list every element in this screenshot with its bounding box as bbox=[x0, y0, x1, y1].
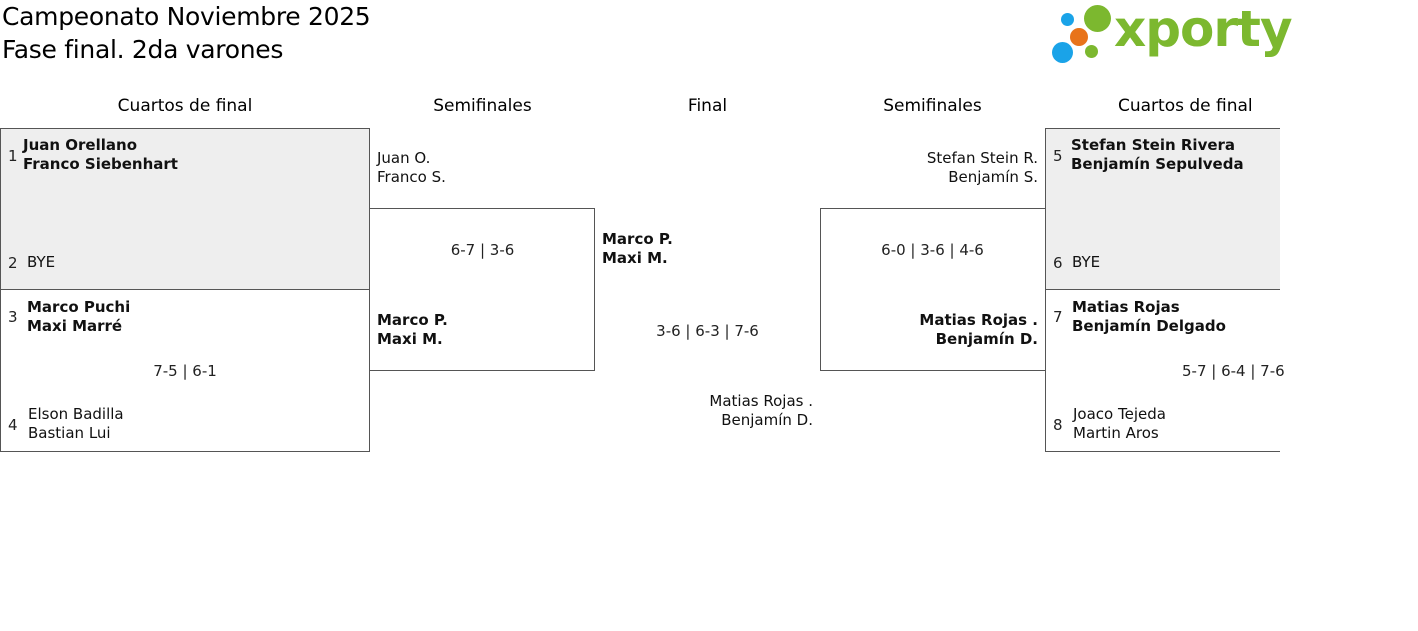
round-right-semis: Semifinales bbox=[883, 96, 982, 116]
logo-dot-green-small bbox=[1085, 45, 1098, 58]
seed-6: 6 bbox=[1053, 254, 1063, 272]
team-8-player-2: Martin Aros bbox=[1073, 424, 1159, 442]
logo-dot-blue-small bbox=[1061, 13, 1074, 26]
logo-dot-orange bbox=[1070, 28, 1088, 46]
team-1-player-2: Franco Siebenhart bbox=[23, 155, 178, 173]
title-line-1: Campeonato Noviembre 2025 bbox=[2, 2, 371, 31]
seed-2: 2 bbox=[8, 254, 18, 272]
left-qf-match-1 bbox=[0, 128, 370, 290]
team-7-player-1: Matias Rojas bbox=[1072, 298, 1180, 316]
seed-8: 8 bbox=[1053, 416, 1063, 434]
seed-7: 7 bbox=[1053, 308, 1063, 326]
team-1-player-1: Juan Orellano bbox=[23, 136, 137, 154]
round-left-semis: Semifinales bbox=[433, 96, 532, 116]
team-6-bye: BYE bbox=[1072, 253, 1101, 271]
team-7-player-2: Benjamín Delgado bbox=[1072, 317, 1226, 335]
right-sf-a-player-1: Stefan Stein R. bbox=[926, 149, 1038, 167]
title-line-2: Fase final. 2da varones bbox=[2, 35, 284, 64]
round-left-quarters: Cuartos de final bbox=[117, 96, 253, 116]
final-a-player-1: Marco P. bbox=[602, 230, 673, 248]
left-sf-score: 6-7 | 3-6 bbox=[450, 241, 515, 259]
right-qf-m2-score: 5-7 | 6-4 | 7-6 bbox=[1182, 362, 1285, 380]
team-2-bye: BYE bbox=[27, 253, 56, 271]
team-5-player-1: Stefan Stein Rivera bbox=[1071, 136, 1236, 154]
right-qf-match-1 bbox=[1045, 128, 1280, 290]
final-a-player-2: Maxi M. bbox=[602, 249, 668, 267]
team-4-player-2: Bastian Lui bbox=[28, 424, 111, 442]
final-score: 3-6 | 6-3 | 7-6 bbox=[656, 322, 759, 340]
left-sf-match bbox=[369, 208, 595, 371]
round-final: Final bbox=[687, 96, 728, 116]
seed-4: 4 bbox=[8, 416, 18, 434]
logo-dot-green bbox=[1084, 5, 1111, 32]
right-sf-b-player-2: Benjamín D. bbox=[935, 330, 1038, 348]
seed-1: 1 bbox=[8, 147, 18, 165]
right-sf-score: 6-0 | 3-6 | 4-6 bbox=[881, 241, 984, 259]
seed-3: 3 bbox=[8, 308, 18, 326]
right-sf-a-player-2: Benjamín S. bbox=[948, 168, 1038, 186]
left-sf-a-player-2: Franco S. bbox=[377, 168, 446, 186]
left-sf-a-player-1: Juan O. bbox=[377, 149, 431, 167]
round-right-quarters: Cuartos de final bbox=[1118, 96, 1253, 116]
xporty-logo: xporty bbox=[1050, 0, 1293, 68]
team-4-player-1: Elson Badilla bbox=[28, 405, 124, 423]
team-5-player-2: Benjamín Sepulveda bbox=[1071, 155, 1244, 173]
right-sf-match bbox=[820, 208, 1046, 371]
logo-dot-blue-large bbox=[1052, 42, 1073, 63]
logo-text: xporty bbox=[1114, 0, 1293, 58]
left-sf-b-player-1: Marco P. bbox=[377, 311, 448, 329]
team-8-player-1: Joaco Tejeda bbox=[1073, 405, 1166, 423]
seed-5: 5 bbox=[1053, 147, 1063, 165]
final-b-player-1: Matias Rojas . bbox=[709, 392, 813, 410]
team-3-player-2: Maxi Marré bbox=[27, 317, 123, 335]
team-3-player-1: Marco Puchi bbox=[27, 298, 131, 316]
final-b-player-2: Benjamín D. bbox=[721, 411, 813, 429]
right-qf-match-2 bbox=[1045, 289, 1280, 452]
left-sf-b-player-2: Maxi M. bbox=[377, 330, 443, 348]
left-qf-m2-score: 7-5 | 6-1 bbox=[153, 362, 217, 380]
right-sf-b-player-1: Matias Rojas . bbox=[919, 311, 1038, 329]
